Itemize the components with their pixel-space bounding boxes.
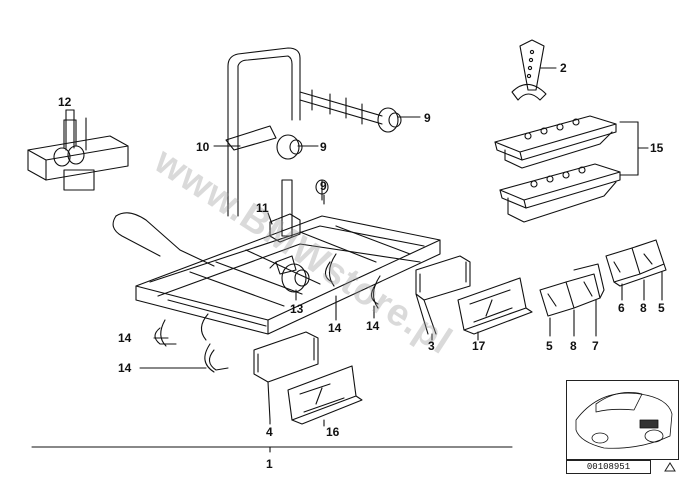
- callout-11: 11: [256, 201, 269, 215]
- vehicle-thumbnail-frame: [566, 380, 679, 460]
- part-4-frame: [253, 331, 319, 421]
- callout-7: 7: [592, 339, 599, 353]
- callout-9-middle: 9: [320, 140, 327, 154]
- callout-14-d: 14: [366, 319, 380, 333]
- part-3-frame: [415, 255, 471, 335]
- callout-3: 3: [428, 339, 435, 353]
- callout-8-upper: 8: [640, 301, 647, 315]
- callout-15: 15: [650, 141, 664, 155]
- callout-13: 13: [290, 302, 304, 316]
- lens-set-lower: [539, 263, 605, 337]
- part-17-lamp: [457, 277, 533, 335]
- triangle-icon: [664, 462, 676, 472]
- callout-16: 16: [326, 425, 340, 439]
- callout-2: 2: [560, 61, 567, 75]
- callout-14-a: 14: [118, 331, 132, 345]
- callout-4: 4: [266, 425, 273, 439]
- callout-8-lower: 8: [570, 339, 577, 353]
- lens-set-upper: [605, 239, 667, 301]
- callout-5-lower: 5: [546, 339, 553, 353]
- main-baseline: [31, 446, 513, 453]
- leader-lines: [65, 109, 479, 425]
- callout-9-right: 9: [424, 111, 431, 125]
- callout-17: 17: [472, 339, 486, 353]
- car-thumbnail: [575, 391, 673, 449]
- callout-9-lower: 9: [320, 179, 327, 193]
- callout-5-upper: 5: [658, 301, 665, 315]
- part-16-lamp: [287, 365, 363, 427]
- document-number: 00108951: [566, 460, 651, 474]
- part-15-rails: [494, 115, 649, 223]
- callout-10: 10: [196, 140, 210, 154]
- part-2-strap: [511, 39, 557, 101]
- part-12-hinge-clamp: [27, 117, 129, 191]
- callout-14-c: 14: [328, 321, 342, 335]
- callout-1: 1: [266, 457, 273, 471]
- callout-14-b: 14: [118, 361, 132, 375]
- carrier-frame: [112, 47, 441, 373]
- callout-6: 6: [618, 301, 625, 315]
- callout-12: 12: [58, 95, 72, 109]
